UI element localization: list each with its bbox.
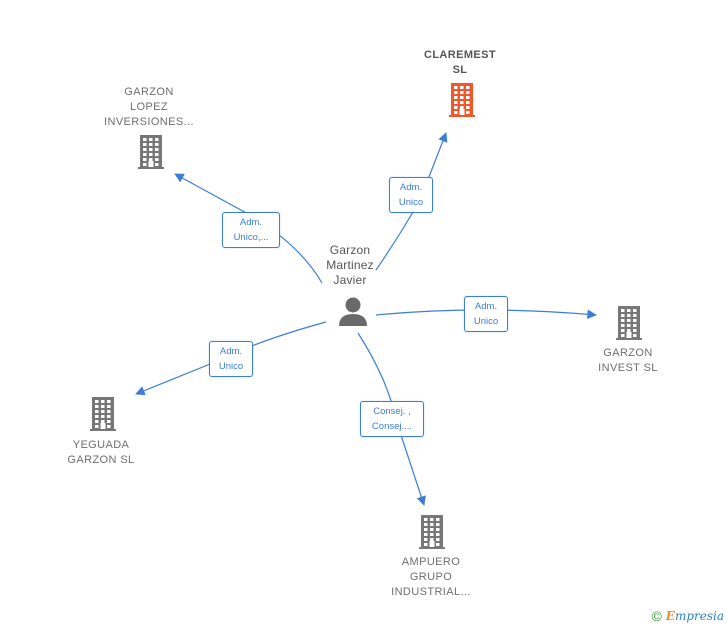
empresia-logo: Empresia bbox=[666, 609, 724, 623]
person-icon[interactable] bbox=[339, 297, 367, 327]
center-person-label[interactable]: Garzon Martinez Javier bbox=[326, 243, 374, 287]
edge-label-ampuero: Consej. , Consej.... bbox=[360, 401, 424, 437]
empresia-footer: © Empresia bbox=[651, 608, 724, 624]
building-icon[interactable] bbox=[616, 306, 642, 340]
node-label-ampuero[interactable]: AMPUERO GRUPO INDUSTRIAL... bbox=[391, 556, 471, 598]
edge-label-yeguada: Adm. Unico bbox=[209, 341, 253, 377]
node-label-garzon-lopez[interactable]: GARZON LOPEZ INVERSIONES... bbox=[104, 86, 194, 128]
copyright-symbol: © bbox=[651, 608, 662, 624]
brand-initial: E bbox=[665, 609, 675, 623]
edge-label-claremest: Adm. Unico bbox=[389, 177, 433, 213]
building-icon[interactable] bbox=[138, 135, 164, 169]
building-icon[interactable] bbox=[449, 83, 475, 117]
node-label-yeguada[interactable]: YEGUADA GARZON SL bbox=[67, 439, 135, 466]
edge-label-garzon-invest: Adm. Unico bbox=[464, 296, 508, 332]
building-icon[interactable] bbox=[419, 515, 445, 549]
brand-rest: mpresia bbox=[674, 609, 724, 623]
building-icon[interactable] bbox=[90, 397, 116, 431]
node-label-garzon-invest[interactable]: GARZON INVEST SL bbox=[598, 347, 658, 374]
edge-label-garzon-lopez: Adm. Unico,... bbox=[222, 212, 280, 248]
node-label-claremest[interactable]: CLAREMEST SL bbox=[423, 49, 497, 76]
